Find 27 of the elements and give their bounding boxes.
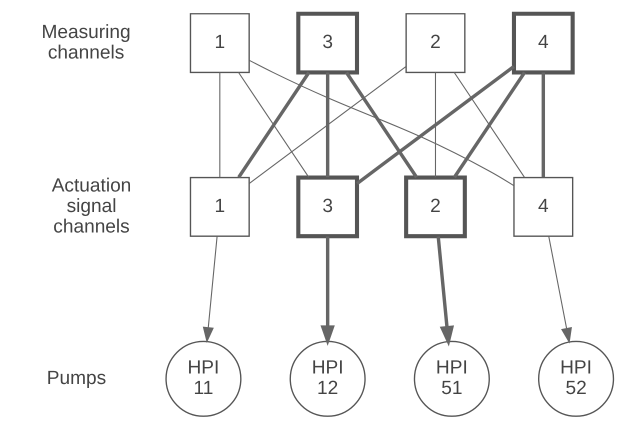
arrow (548, 236, 572, 344)
node-box: 4 (511, 12, 574, 74)
node-box: 3 (296, 176, 359, 238)
node-box: 4 (512, 176, 573, 237)
node-box: 1 (189, 176, 250, 237)
connector (248, 66, 406, 184)
label: Measuring channels (40, 22, 130, 64)
node-box: 2 (404, 176, 466, 238)
arrow (436, 236, 454, 346)
connector (344, 72, 418, 178)
connector (434, 72, 436, 178)
label: Actuation signal channels (51, 175, 131, 238)
node-circle: HPI 11 (164, 340, 242, 417)
node-circle: HPI 51 (413, 340, 490, 417)
connector (248, 60, 514, 186)
arrow (320, 236, 334, 346)
node-box: 3 (296, 12, 359, 74)
connector (541, 72, 545, 178)
node-circle: HPI 52 (538, 340, 614, 417)
node-circle: HPI 12 (289, 340, 366, 417)
node-box: 1 (189, 13, 250, 74)
connector (218, 72, 220, 178)
connector (356, 65, 514, 185)
connector (325, 72, 329, 178)
arrow (202, 236, 218, 343)
node-box: 2 (404, 13, 466, 74)
label: Pumps (46, 368, 106, 389)
